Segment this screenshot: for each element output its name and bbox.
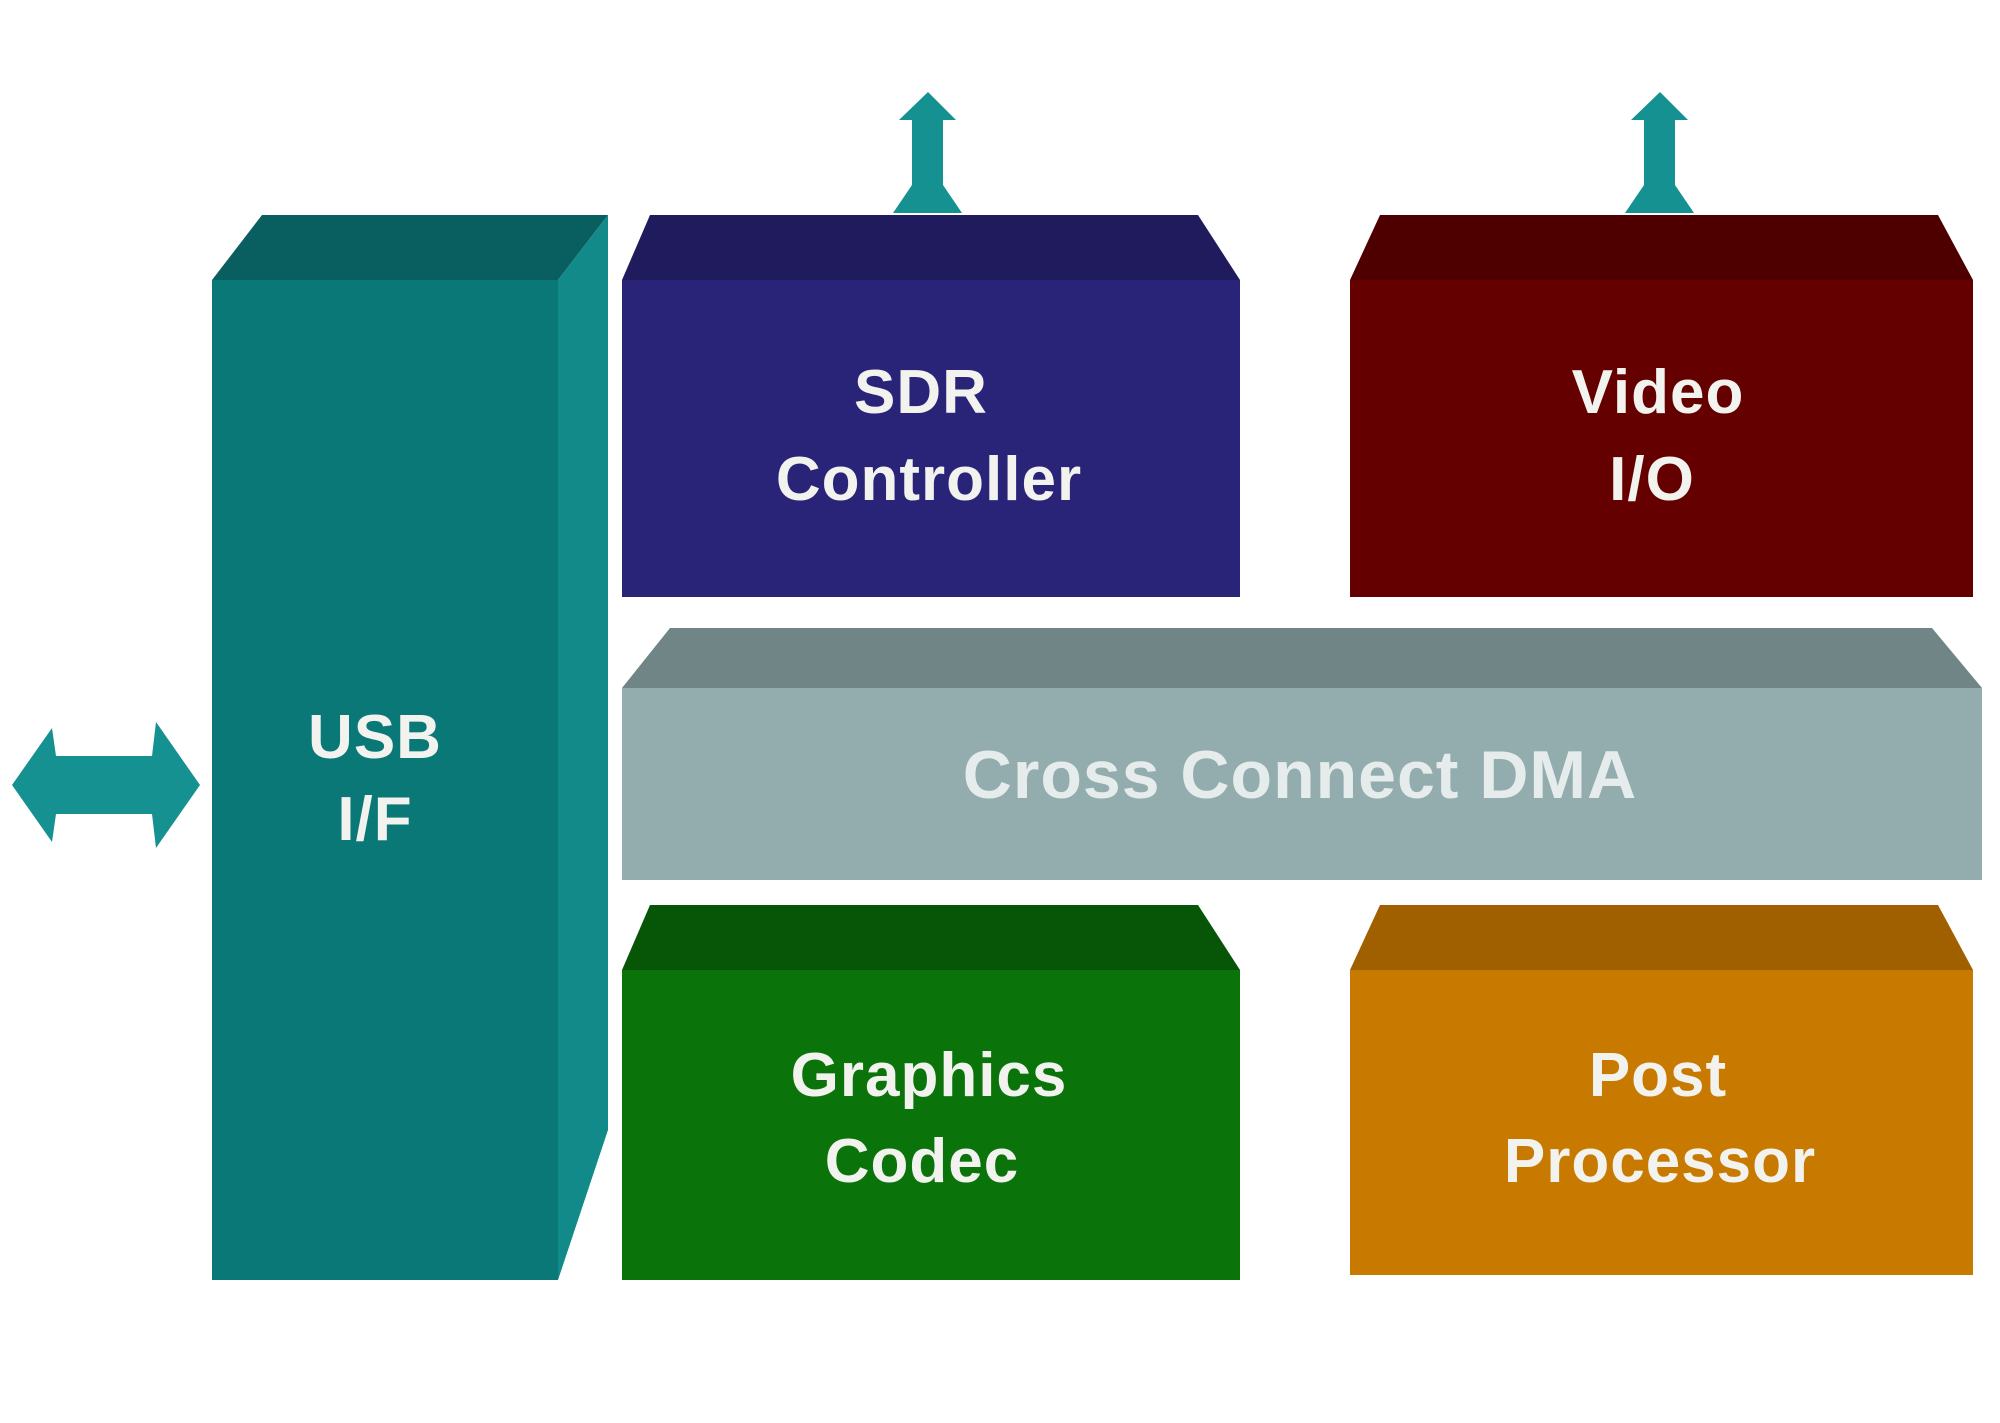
sdr-controller-block-front — [622, 280, 1240, 597]
video-io-block: Video I/O — [1350, 215, 1973, 597]
usb-if-block-front — [212, 280, 558, 1280]
graphics-codec-block: Graphics Codec — [622, 905, 1240, 1280]
graphics-codec-block-top — [622, 905, 1240, 970]
sdr-controller-block: SDR Controller — [622, 215, 1240, 597]
post-processor-block-top — [1350, 905, 1973, 970]
sdr-controller-block-top — [622, 215, 1240, 280]
cross-connect-dma-block-top — [622, 628, 1982, 688]
double-arrow-icon — [12, 722, 200, 848]
video-io-label-line1: Video — [1572, 358, 1745, 427]
usb-if-block: USB I/F — [212, 215, 608, 1280]
graphics-codec-block-front — [622, 970, 1240, 1280]
post-processor-block-front — [1350, 970, 1973, 1275]
video-up-arrow-icon — [1625, 92, 1694, 213]
sdr-controller-label-line2: Controller — [776, 445, 1082, 514]
usb-if-label-line2: I/F — [337, 785, 412, 854]
graphics-codec-label-line2: Codec — [825, 1127, 1019, 1196]
sdr-up-arrow-icon — [893, 92, 962, 213]
cross-connect-dma-block-front — [622, 688, 1982, 880]
usb-external-arrow — [12, 722, 200, 848]
post-processor-label-line2: Processor — [1504, 1127, 1816, 1196]
graphics-codec-label-line1: Graphics — [791, 1041, 1068, 1110]
video-io-block-front — [1350, 280, 1973, 597]
video-io-label-line2: I/O — [1609, 445, 1695, 514]
post-processor-block: Post Processor — [1350, 905, 1973, 1275]
usb-if-block-top — [212, 215, 608, 280]
sdr-controller-label-line1: SDR — [854, 358, 988, 427]
post-processor-label-line1: Post — [1589, 1041, 1727, 1110]
video-io-block-top — [1350, 215, 1973, 280]
usb-if-block-side — [558, 215, 608, 1280]
cross-connect-dma-block: Cross Connect DMA — [622, 628, 1982, 880]
usb-if-label-line1: USB — [308, 703, 442, 772]
cross-connect-dma-label: Cross Connect DMA — [963, 737, 1637, 813]
